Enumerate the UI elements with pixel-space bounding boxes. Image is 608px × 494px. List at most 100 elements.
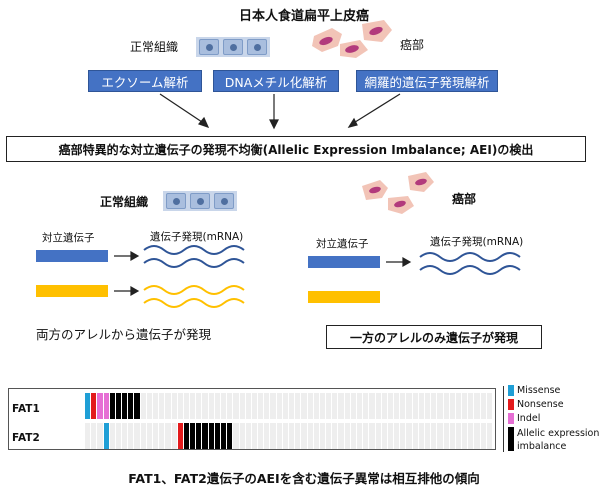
oncoprint-cell-fat1	[171, 393, 177, 419]
legend-missense: Missense	[508, 385, 560, 396]
oncoprint-cell-fat1	[480, 393, 486, 419]
oncoprint-cell-fat1	[319, 393, 326, 419]
normal-mrna-waves	[143, 245, 245, 308]
normal-cell-icon	[247, 39, 267, 55]
oncoprint-cell-fat2	[313, 423, 319, 449]
aei-swatch	[508, 427, 514, 451]
oncoprint-cell-fat1	[128, 393, 134, 419]
analysis-arrows	[159, 93, 401, 130]
cancer-panel-caption: 一方のアレルのみ遺伝子が発現	[326, 325, 542, 349]
oncoprint-cell-fat2	[276, 423, 282, 449]
oncoprint-cell-fat1	[159, 393, 165, 419]
cancer-tissue-label: 癌部	[400, 38, 425, 52]
oncoprint-cell-fat2	[239, 423, 245, 449]
oncoprint-cell-fat2	[400, 423, 406, 449]
oncoprint-cell-fat1	[443, 393, 449, 419]
cancer-mrna-waves	[419, 252, 521, 275]
allele-yellow-bar-cancer	[308, 291, 380, 303]
oncoprint-cell-fat1	[153, 393, 159, 419]
legend-label-aei: Allelic expression imbalance	[517, 428, 600, 452]
oncoprint-cell-fat2	[338, 423, 344, 449]
oncoprint-cell-fat2	[480, 423, 486, 449]
oncoprint-cell-fat1	[214, 393, 220, 419]
oncoprint-cell-fat1	[369, 393, 375, 419]
oncoprint-cell-fat2	[412, 423, 418, 449]
oncoprint-cell-fat1	[462, 393, 468, 419]
oncoprint-cell-fat2	[332, 423, 338, 449]
oncoprint-cell-fat2	[85, 423, 91, 449]
oncoprint-cell-fat2	[357, 423, 363, 449]
normal-cell-icon	[214, 193, 234, 209]
oncoprint-cell-fat2	[109, 423, 115, 449]
oncoprint-cell-fat2	[171, 423, 177, 449]
oncoprint-cell-fat2	[227, 423, 233, 449]
diagram-title: 日本人食道扁平上皮癌	[238, 9, 369, 24]
bottom-caption: FAT1、FAT2遺伝子のAEIを含む遺伝子異常は相互排他の傾向	[128, 471, 480, 486]
oncoprint-cell-fat1	[425, 393, 431, 419]
expression-analysis-box: 網羅的遺伝子発現解析	[356, 70, 498, 92]
oncoprint-cell-fat2	[233, 423, 239, 449]
oncoprint-cell-fat1	[357, 393, 363, 419]
oncoprint-cell-fat2	[449, 423, 455, 449]
oncoprint-cell-fat2	[122, 423, 128, 449]
oncoprint-cell-fat2	[214, 423, 220, 449]
cancer-allele-label: 対立遺伝子	[316, 238, 369, 250]
oncoprint-cell-fat1	[202, 393, 208, 419]
oncoprint-cell-fat2	[369, 423, 375, 449]
legend-divider	[503, 386, 504, 452]
oncoprint-cell-fat1	[338, 393, 344, 419]
normal-cell-icon	[199, 39, 219, 55]
oncoprint-cell-fat1	[115, 393, 122, 419]
oncoprint-cell-fat1	[437, 393, 443, 419]
oncoprint-cell-fat2	[165, 423, 171, 449]
normal-tissue-label: 正常組織	[130, 40, 179, 54]
oncoprint-cell-fat2	[258, 423, 264, 449]
missense-swatch	[508, 385, 514, 396]
normal-panel-cells-illustration	[163, 191, 237, 211]
cancer-cells-middle-illustration	[362, 172, 434, 214]
oncoprint-cell-fat2	[91, 423, 97, 449]
oncoprint-cell-fat1	[332, 393, 338, 419]
oncoprint-cell-fat1	[412, 393, 418, 419]
oncoprint-cell-fat1	[103, 393, 109, 419]
oncoprint-cell-fat1	[313, 393, 319, 419]
oncoprint-cell-fat1	[233, 393, 239, 419]
oncoprint-cell-fat2	[344, 423, 350, 449]
oncoprint-cell-fat1	[301, 393, 307, 419]
oncoprint-cell-fat2	[462, 423, 468, 449]
oncoprint-cell-fat1	[431, 393, 437, 419]
oncoprint-cell-fat1	[91, 393, 97, 419]
oncoprint-cell-fat1	[221, 393, 227, 419]
oncoprint-cell-fat1	[400, 393, 406, 419]
oncoprint-cell-fat2	[103, 423, 109, 449]
oncoprint-cell-fat2	[394, 423, 400, 449]
cancer-expression-arrow	[386, 256, 412, 268]
oncoprint-cell-fat2	[177, 423, 183, 449]
oncoprint-cell-fat1	[295, 393, 301, 419]
aei-detection-box: 癌部特異的な対立遺伝子の発現不均衡(Allelic Expression Imb…	[6, 136, 586, 162]
oncoprint-cell-fat2	[140, 423, 146, 449]
oncoprint-cell-fat2	[418, 423, 424, 449]
oncoprint-cell-fat2	[270, 423, 276, 449]
legend-indel: Indel	[508, 413, 540, 424]
oncoprint-cell-fat1	[387, 393, 394, 419]
normal-cell-icon	[190, 193, 210, 209]
legend-label-missense: Missense	[517, 385, 561, 396]
oncoprint-grid	[8, 388, 496, 450]
exome-analysis-box: エクソーム解析	[88, 70, 202, 92]
oncoprint-cell-fat1	[270, 393, 276, 419]
oncoprint-cell-fat2	[146, 423, 152, 449]
oncoprint-cell-fat2	[115, 423, 122, 449]
oncoprint-cell-fat2	[319, 423, 326, 449]
oncoprint-cell-fat1	[344, 393, 350, 419]
oncoprint-cell-fat2	[468, 423, 474, 449]
oncoprint-cell-fat2	[437, 423, 443, 449]
normal-cell-icon	[166, 193, 186, 209]
oncoprint-cell-fat2	[431, 423, 437, 449]
oncoprint-cell-fat1	[190, 393, 196, 419]
cancer-cells-top-illustration	[312, 20, 392, 58]
oncoprint-cell-fat1	[251, 393, 258, 419]
oncoprint-cell-fat1	[239, 393, 245, 419]
normal-panel-title: 正常組織	[100, 195, 149, 209]
